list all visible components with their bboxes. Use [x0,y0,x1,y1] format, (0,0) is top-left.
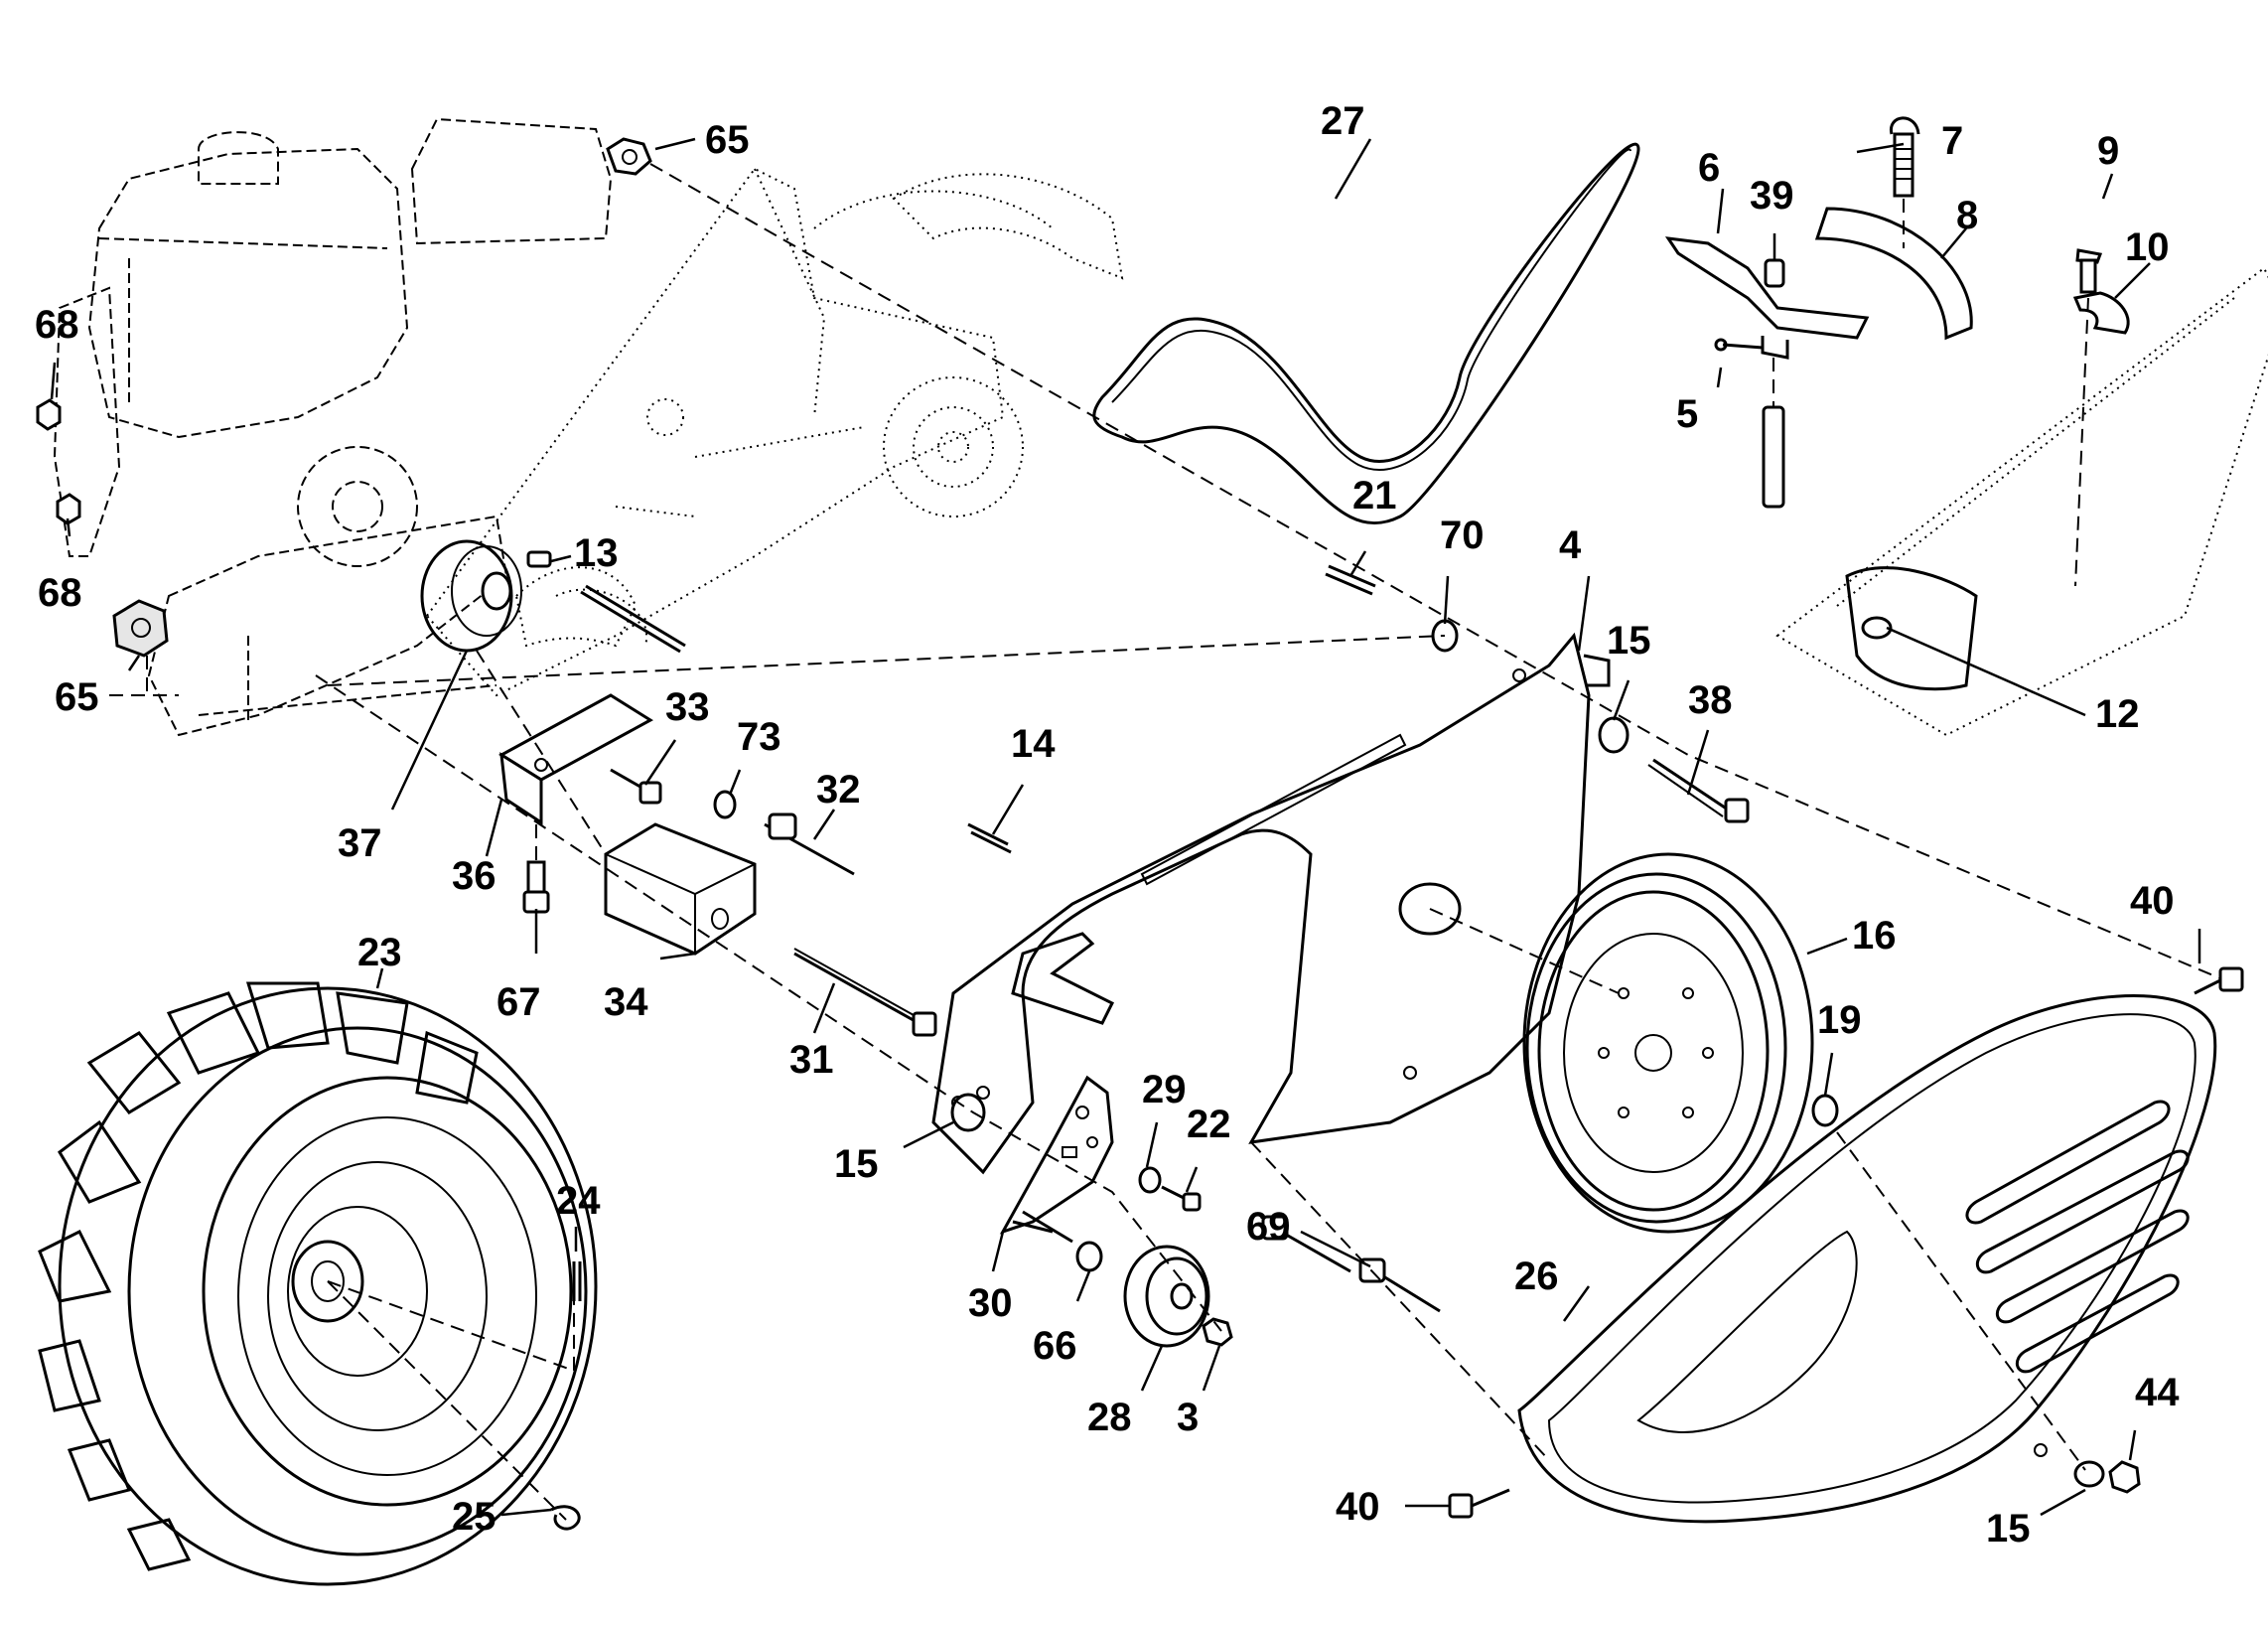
small-parts [36,137,2244,1531]
assembly-lines [109,163,2221,1521]
callout-8: 8 [1956,194,1978,237]
callout-14: 14 [1011,722,1056,766]
callout-30: 30 [968,1281,1013,1325]
callout-4: 4 [1559,523,1582,567]
callout-29: 29 [1142,1068,1187,1111]
callout-labels: 65 27 7 9 6 39 8 10 5 68 68 65 13 21 70 … [35,99,2180,1551]
callout-22: 22 [1187,1103,1231,1146]
tiller-frame-ghost [425,167,1124,697]
callout-37: 37 [338,821,382,865]
mounting-plate [931,632,1611,1175]
callout-70: 70 [1440,514,1485,557]
callout-5: 5 [1676,392,1698,436]
callout-15-upper: 15 [1607,619,1651,663]
belt-cover [1517,994,2217,1524]
callout-9: 9 [2097,129,2119,173]
callout-68-bottom: 68 [38,571,82,615]
callout-27: 27 [1321,99,1365,143]
callout-23: 23 [357,931,402,974]
callout-39: 39 [1750,174,1794,218]
callout-16: 16 [1852,914,1897,958]
callout-67: 67 [496,980,541,1024]
drive-belt [1092,142,1640,525]
callout-69: 69 [1246,1205,1291,1249]
callout-12: 12 [2095,692,2140,736]
callout-28: 28 [1087,1396,1132,1439]
callout-65-left: 65 [55,675,99,719]
callout-15-left: 15 [834,1142,879,1186]
callout-36: 36 [452,854,496,898]
callout-6: 6 [1698,146,1720,190]
callout-31: 31 [789,1038,834,1082]
large-pulley [1522,852,1814,1234]
callout-34: 34 [604,980,648,1024]
belt-guide-assembly [1664,116,1973,509]
callout-66: 66 [1033,1324,1077,1368]
belt-cover-clip [1775,248,2268,737]
callout-24: 24 [556,1179,601,1223]
callout-3: 3 [1177,1396,1199,1439]
callout-19: 19 [1817,998,1862,1042]
callout-32: 32 [816,768,861,812]
callout-15-bottom: 15 [1986,1507,2031,1551]
callout-13: 13 [574,531,619,575]
wheel-tire [38,981,598,1586]
callout-25: 25 [452,1495,496,1539]
callout-40-right: 40 [2130,879,2175,923]
callout-7: 7 [1941,119,1963,163]
callout-40-bottom: 40 [1336,1485,1380,1529]
leader-lines [50,137,2201,1517]
callout-21: 21 [1352,474,1397,517]
callout-10: 10 [2125,225,2170,269]
callout-44: 44 [2135,1371,2180,1414]
callout-26: 26 [1514,1255,1559,1298]
idler-bracket [999,1075,1114,1235]
callout-38: 38 [1688,678,1733,722]
callout-68-top: 68 [35,303,79,347]
callout-65-top: 65 [705,118,750,162]
callout-33: 33 [665,685,710,729]
callout-73: 73 [737,715,781,759]
